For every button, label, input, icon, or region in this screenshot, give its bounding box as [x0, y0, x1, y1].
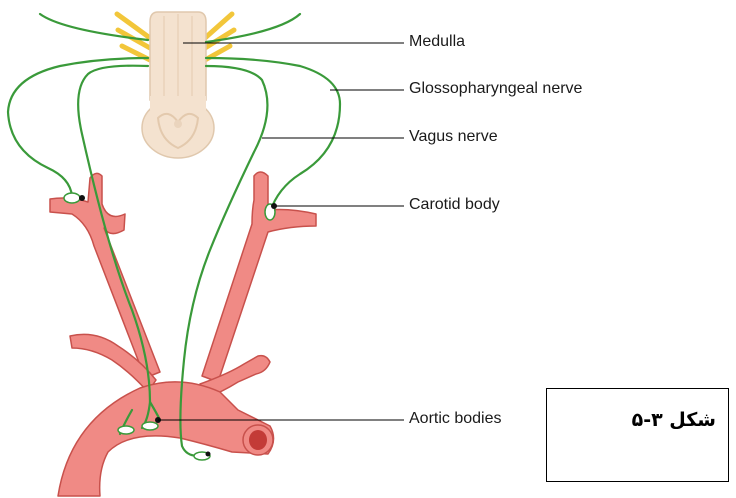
aortic-body-1 [118, 426, 134, 434]
label-vagus-nerve: Vagus nerve [409, 129, 498, 145]
label-aortic-bodies: Aortic bodies [409, 411, 502, 427]
aortic-body-2 [142, 422, 158, 430]
label-carotid-body: Carotid body [409, 197, 500, 213]
label-glossopharyngeal-nerve: Glossopharyngeal nerve [409, 81, 582, 97]
medulla [142, 12, 214, 158]
label-medulla: Medulla [409, 34, 465, 50]
figure-caption-box: شکل ۳-۵ [546, 388, 729, 482]
figure-caption: شکل ۳-۵ [632, 409, 716, 431]
left-carotid-body [64, 193, 80, 203]
